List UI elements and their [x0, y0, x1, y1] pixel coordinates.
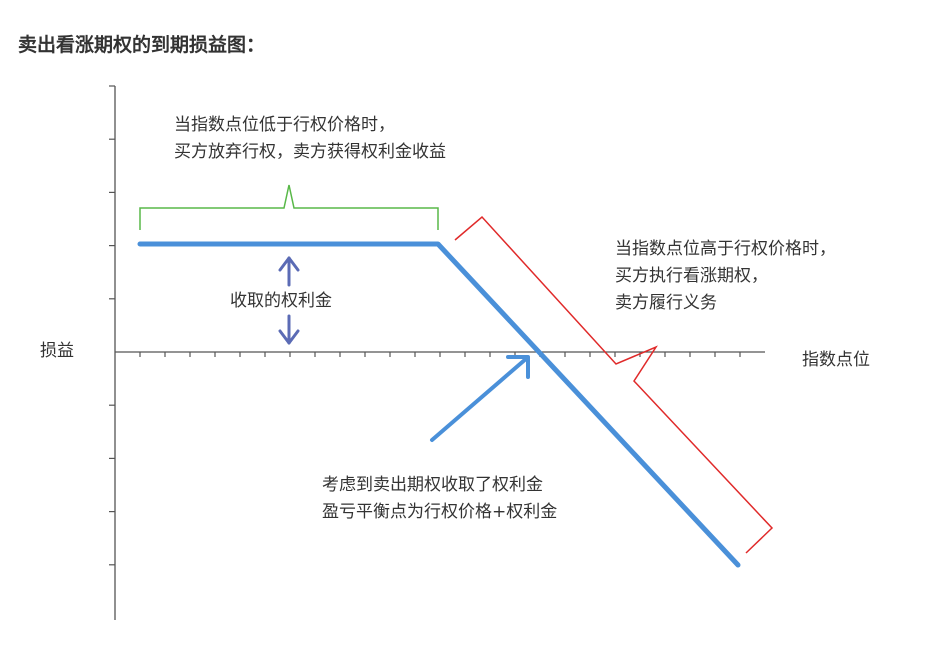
right-region-text-line2: 买方执行看涨期权， [615, 266, 768, 286]
right-region-text-line3: 卖方履行义务 [615, 293, 717, 313]
y-axis-label: 损益 [40, 341, 74, 361]
left-region-text-line2: 买方放弃行权，卖方获得权利金收益 [174, 142, 446, 162]
left-region-text-line1: 当指数点位低于行权价格时， [174, 115, 395, 135]
page-title: 卖出看涨期权的到期损益图： [18, 34, 266, 56]
y-axis-ticks [109, 85, 115, 566]
premium-double-arrow [278, 256, 300, 345]
breakeven-arrow [430, 355, 530, 442]
right-region-text-line1: 当指数点位高于行权价格时， [615, 239, 836, 259]
breakeven-annotation: 考虑到卖出期权收取了权利金 盈亏平衡点为行权价格+权利金 [322, 472, 557, 526]
right-region-bracket [454, 215, 774, 554]
payoff-line [137, 241, 741, 568]
breakeven-text-line1: 考虑到卖出期权收取了权利金 [322, 475, 543, 495]
breakeven-text-line2: 盈亏平衡点为行权价格+权利金 [322, 502, 558, 522]
left-region-bracket [139, 184, 439, 230]
right-region-annotation: 当指数点位高于行权价格时， 买方执行看涨期权， 卖方履行义务 [615, 236, 836, 317]
left-region-annotation: 当指数点位低于行权价格时， 买方放弃行权，卖方获得权利金收益 [174, 112, 446, 166]
premium-label: 收取的权利金 [230, 291, 332, 311]
x-axis-label: 指数点位 [802, 350, 870, 370]
